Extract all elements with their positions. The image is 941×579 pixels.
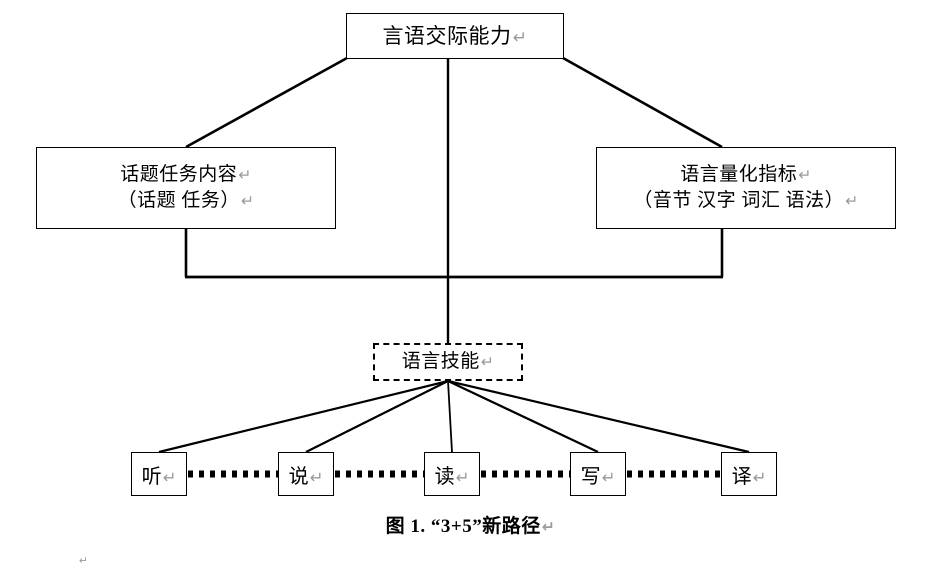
node-right-label-line2: （音节 汉字 词汇 语法）↵ [633, 190, 859, 211]
return-mark-icon: ↵ [798, 165, 812, 184]
leaf-node-writing: 写↵ [570, 452, 626, 496]
connector-skill-to-leaf-0 [158, 379, 449, 454]
node-top-label: 言语交际能力↵ [382, 23, 528, 48]
return-mark-icon: ↵ [240, 192, 255, 210]
node-skill-label: 语言技能↵ [401, 350, 495, 372]
connector-top-to-right [562, 56, 723, 149]
return-mark-icon: ↵ [601, 467, 616, 487]
connector-skill-to-leaf-1 [305, 380, 449, 453]
return-mark-icon: ↵ [455, 467, 470, 487]
leaf-node-listening-label: 听↵ [141, 465, 177, 488]
leaf-node-translating-label: 译↵ [731, 465, 767, 488]
return-mark-icon: ↵ [480, 352, 495, 371]
return-mark-icon: ↵ [309, 467, 324, 487]
return-mark-icon: ↵ [541, 518, 556, 536]
node-language-quantitative-indicators: 语言量化指标↵ （音节 汉字 词汇 语法）↵ [596, 147, 896, 229]
leaf-node-translating: 译↵ [721, 452, 777, 496]
leaf-node-writing-label: 写↵ [580, 465, 616, 488]
node-left-label-line1: 话题任务内容↵ [120, 163, 252, 185]
return-mark-icon: ↵ [162, 467, 177, 487]
node-language-skills: 语言技能↵ [373, 343, 523, 381]
figure-caption: 图 1. “3+5”新路径↵ [385, 516, 556, 537]
leaf-node-reading-label: 读↵ [434, 465, 470, 488]
node-left-label-line2: （话题 任务）↵ [117, 190, 255, 211]
node-topic-task-content: 话题任务内容↵ （话题 任务）↵ [36, 147, 336, 229]
node-right-label-line1: 语言量化指标↵ [680, 163, 812, 185]
return-mark-icon: ↵ [79, 554, 88, 567]
connector-top-to-left [185, 56, 348, 149]
node-speech-communication-ability: 言语交际能力↵ [346, 13, 564, 59]
paragraph-return-mark: ↵ [78, 553, 88, 568]
connector-skill-to-leaf-3 [447, 380, 599, 453]
connector-skill-to-leaf-2 [447, 380, 453, 453]
return-mark-icon: ↵ [512, 27, 528, 48]
return-mark-icon: ↵ [238, 165, 252, 184]
leaf-node-listening: 听↵ [131, 452, 187, 496]
leaf-node-speaking: 说↵ [278, 452, 334, 496]
return-mark-icon: ↵ [752, 467, 767, 487]
leaf-node-reading: 读↵ [424, 452, 480, 496]
leaf-node-speaking-label: 说↵ [288, 465, 324, 488]
return-mark-icon: ↵ [845, 192, 859, 210]
connector-skill-to-leaf-4 [447, 379, 750, 454]
